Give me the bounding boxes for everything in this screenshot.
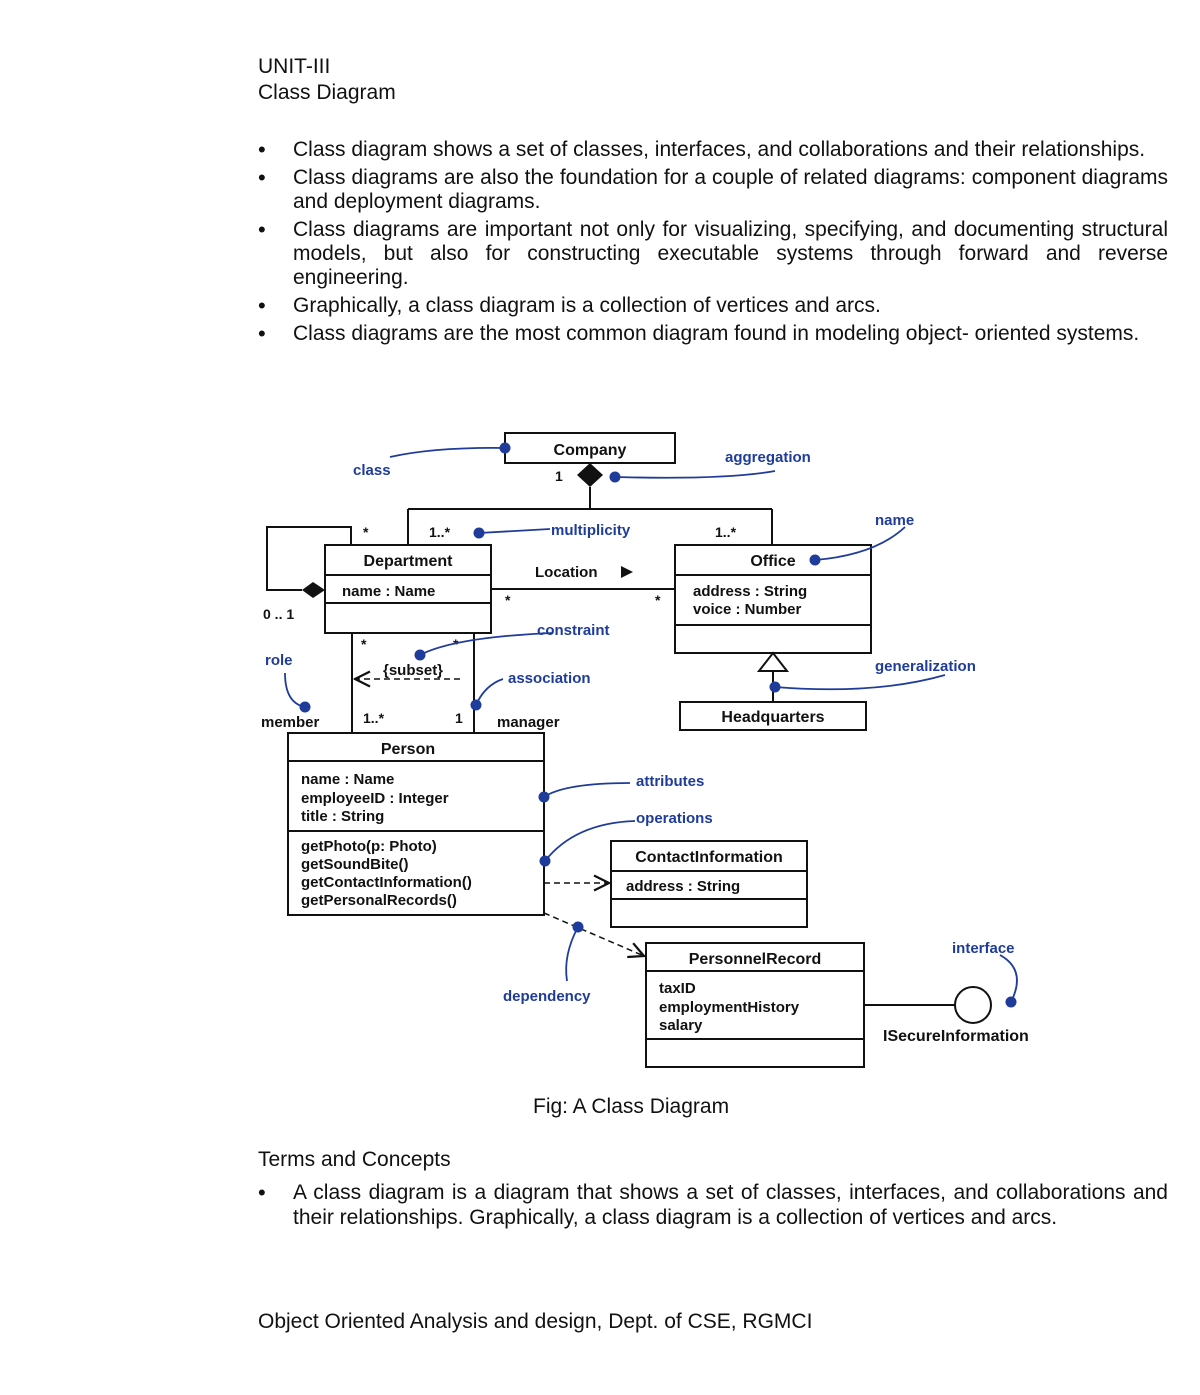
person-attribute: employeeID : Integer: [301, 790, 449, 807]
intro-bullet-list: Class diagram shows a set of classes, in…: [258, 138, 1168, 350]
multiplicity-star: *: [361, 636, 367, 652]
person-attribute: name : Name: [301, 771, 394, 788]
page-title: Class Diagram: [258, 81, 396, 104]
terms-bullet: A class diagram is a diagram that shows …: [258, 1180, 1168, 1230]
multiplicity-1n: 1..*: [429, 524, 451, 540]
interface-name: ISecureInformation: [883, 1028, 1029, 1045]
company-name: Company: [554, 442, 627, 459]
headquarters-name: Headquarters: [721, 709, 824, 726]
intro-bullet: Graphically, a class diagram is a collec…: [258, 294, 1168, 318]
multiplicity-1n: 1..*: [363, 710, 385, 726]
personnel-attribute: taxID: [659, 980, 696, 997]
person-operation: getPersonalRecords(): [301, 892, 457, 909]
person-operation: getContactInformation(): [301, 874, 472, 891]
personnel-attribute: salary: [659, 1017, 703, 1034]
contact-name: ContactInformation: [635, 849, 783, 866]
department-name: Department: [364, 553, 454, 570]
intro-bullet: Class diagrams are the most common diagr…: [258, 322, 1168, 346]
class-person: Person name : Name employeeID : Integer …: [287, 732, 545, 916]
person-name: Person: [381, 741, 435, 758]
class-department: Department name : Name: [324, 544, 492, 634]
personnel-attribute: employmentHistory: [659, 999, 800, 1016]
terms-bullet-list: A class diagram is a diagram that shows …: [258, 1180, 1168, 1230]
unit-heading: UNIT-III: [258, 55, 331, 78]
office-attribute: address : String: [693, 583, 807, 600]
annotations: [284, 442, 1018, 1008]
location-label: Location: [535, 564, 598, 581]
annotation-attributes: attributes: [636, 773, 704, 790]
annotation-multiplicity: multiplicity: [551, 522, 631, 539]
class-contact-information: ContactInformation address : String: [610, 840, 808, 928]
composition-diamond: [577, 463, 603, 487]
multiplicity-star: *: [655, 592, 661, 608]
manager-role: manager: [497, 714, 560, 731]
generalization-triangle: [756, 651, 790, 672]
person-attribute: title : String: [301, 808, 384, 825]
terms-heading: Terms and Concepts: [258, 1148, 451, 1171]
multiplicity-1: 1: [455, 710, 463, 726]
office-attribute: voice : Number: [693, 601, 802, 618]
self-aggregation-diamond: [302, 582, 325, 598]
intro-bullet: Class diagrams are also the foundation f…: [258, 166, 1168, 214]
personnel-name: PersonnelRecord: [689, 951, 821, 968]
annotation-class: class: [353, 462, 391, 479]
annotation-dependency: dependency: [503, 988, 591, 1005]
annotation-constraint: constraint: [537, 622, 610, 639]
person-operation: getSoundBite(): [301, 856, 408, 873]
annotation-operations: operations: [636, 810, 713, 827]
person-operation: getPhoto(p: Photo): [301, 838, 437, 855]
class-company: Company: [504, 432, 676, 464]
figure-caption: Fig: A Class Diagram: [533, 1095, 730, 1118]
annotation-aggregation: aggregation: [725, 449, 811, 466]
class-personnel-record: PersonnelRecord taxID employmentHistory …: [645, 942, 865, 1068]
intro-bullet: Class diagrams are important not only fo…: [258, 218, 1168, 290]
class-diagram: Company 1 Department name : Name * 1..* …: [261, 432, 1029, 1068]
department-attribute: name : Name: [342, 583, 435, 600]
intro-bullet: Class diagram shows a set of classes, in…: [258, 138, 1168, 162]
location-direction-arrow: [621, 566, 633, 578]
interface-lollipop-icon: [954, 986, 992, 1024]
annotation-role: role: [265, 652, 293, 669]
member-role: member: [261, 714, 320, 731]
annotation-interface: interface: [952, 940, 1015, 957]
subset-constraint: {subset}: [383, 662, 443, 679]
multiplicity-0-1: 0 .. 1: [263, 606, 294, 622]
contact-attribute: address : String: [626, 878, 740, 895]
multiplicity-1: 1: [555, 468, 563, 484]
office-name: Office: [750, 553, 795, 570]
annotation-association: association: [508, 670, 591, 687]
annotation-generalization: generalization: [875, 658, 976, 675]
multiplicity-star: *: [505, 592, 511, 608]
annotation-name: name: [875, 512, 914, 529]
page-footer: Object Oriented Analysis and design, Dep…: [258, 1310, 813, 1333]
multiplicity-1n: 1..*: [715, 524, 737, 540]
multiplicity-star: *: [363, 524, 369, 540]
class-office: Office address : String voice : Number: [674, 544, 872, 654]
class-headquarters: Headquarters: [679, 701, 867, 731]
